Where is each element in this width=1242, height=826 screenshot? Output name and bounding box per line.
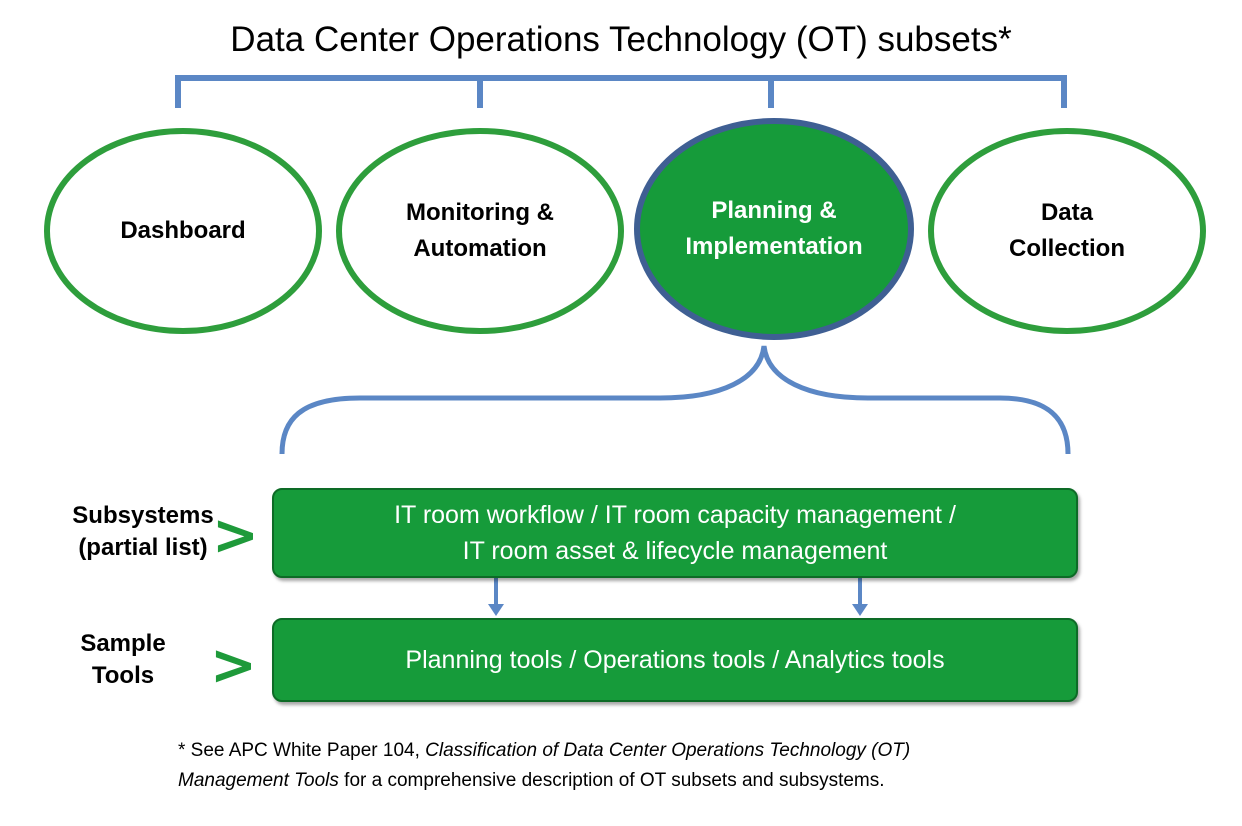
oval-dashboard-shape — [44, 128, 322, 334]
tools-label-line2: Tools — [91, 662, 155, 689]
subset-label-line1: Planning & — [711, 197, 837, 224]
footnote-reference-title: Classification of Data Center Operations… — [425, 740, 911, 761]
subset-label-line1: Dashboard — [120, 217, 246, 244]
subsystems-row-label: Subsystems (partial list) — [58, 500, 228, 564]
subsystems-box: IT room workflow / IT room capacity mana… — [272, 488, 1078, 578]
oval-monitoring-shape — [336, 128, 624, 334]
tools-label-line1: Sample — [80, 630, 166, 657]
tools-row-label: Sample Tools — [58, 628, 188, 692]
oval-data-collection-shape — [928, 128, 1206, 334]
subset-label-line1: Monitoring & — [406, 199, 554, 226]
tools-box: Planning tools / Operations tools / Anal… — [272, 618, 1078, 702]
top-bracket — [175, 75, 1067, 108]
footnote-reference-title-cont: Management Tools — [178, 770, 339, 791]
tools-box-line1: Planning tools / Operations tools / Anal… — [405, 646, 945, 674]
footnote-text-cont: for a comprehensive description of OT su… — [338, 770, 885, 791]
subsystems-chevron-icon: > — [212, 503, 259, 568]
subsystems-box-line1: IT room workflow / IT room capacity mana… — [394, 501, 956, 529]
footnote: * See APC White Paper 104, Classificatio… — [178, 736, 1218, 796]
subset-planning-implementation: Planning & Implementation — [634, 118, 914, 340]
tools-chevron-icon: > — [210, 633, 257, 698]
subset-data-collection: Data Collection — [928, 128, 1206, 334]
subset-monitoring-automation: Monitoring & Automation — [336, 128, 624, 334]
page-title: Data Center Operations Technology (OT) s… — [230, 20, 1012, 59]
oval-planning-shape — [634, 118, 914, 340]
subset-label-line2: Collection — [1008, 235, 1125, 262]
curly-brace — [279, 345, 1071, 455]
subset-label-line2: Implementation — [685, 233, 863, 260]
subsystems-label-line2: (partial list) — [78, 534, 208, 561]
box-arrows — [488, 578, 868, 616]
subset-dashboard: Dashboard — [44, 128, 322, 334]
subsystems-box-line2: IT room asset & lifecycle management — [462, 537, 888, 565]
footnote-text: * See APC White Paper 104, — [178, 740, 426, 761]
subset-label-line1: Data — [1040, 199, 1093, 226]
subsystems-label-line1: Subsystems — [72, 502, 214, 529]
subset-label-line2: Automation — [413, 235, 547, 262]
